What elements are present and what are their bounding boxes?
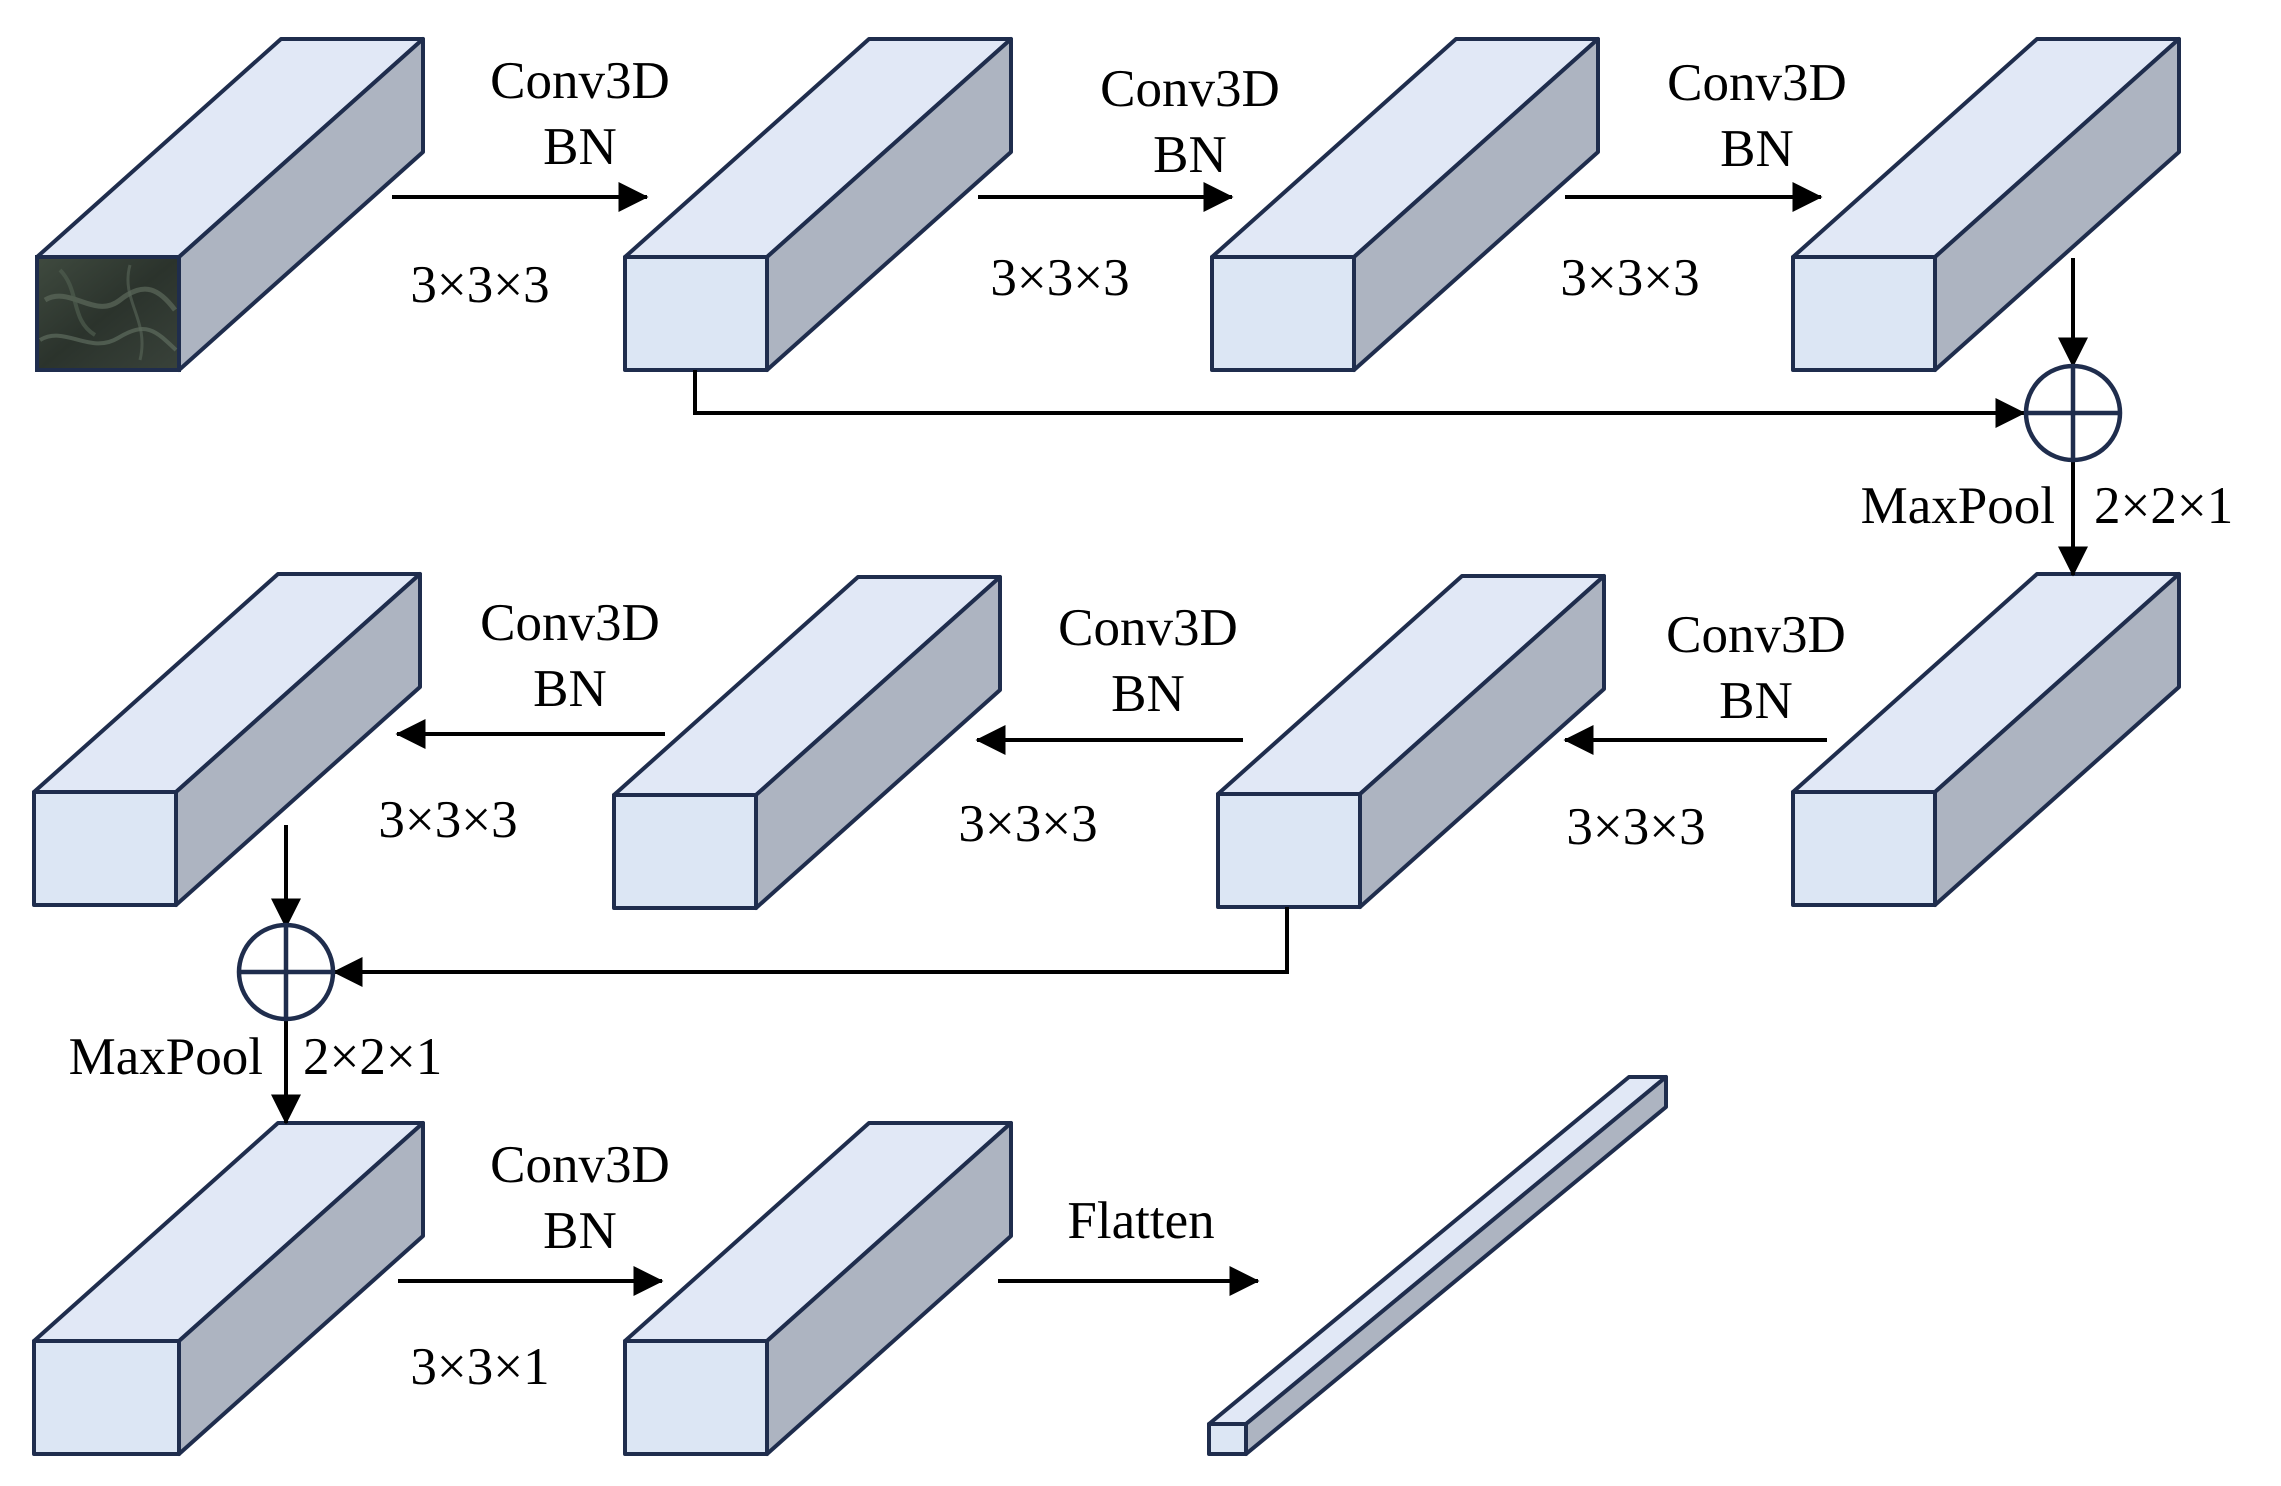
conv-e-line1: Conv3D bbox=[1058, 599, 1238, 657]
conv-b-line2: BN bbox=[1153, 126, 1227, 184]
conv-a-line2: BN bbox=[543, 118, 617, 176]
block-front-face bbox=[1210, 255, 1356, 372]
feature-block-r1b2 bbox=[623, 37, 1013, 372]
block-front-face bbox=[1791, 790, 1937, 907]
input-image-patch bbox=[35, 255, 181, 372]
feature-block-r2b2 bbox=[612, 575, 1002, 910]
feature-block-r2b3 bbox=[1216, 574, 1606, 909]
conv-f-line1: Conv3D bbox=[480, 594, 660, 652]
conv-e-line2: BN bbox=[1111, 665, 1185, 723]
feature-block-flatten-out bbox=[1207, 1075, 1668, 1456]
pool-1-name: MaxPool bbox=[1861, 477, 2055, 535]
conv-f-kernel: 3×3×3 bbox=[378, 791, 517, 849]
block-front-face bbox=[32, 1339, 181, 1456]
block-side-face bbox=[1244, 1075, 1668, 1456]
conv-b-line1: Conv3D bbox=[1100, 60, 1280, 118]
conv-c-kernel: 3×3×3 bbox=[1560, 249, 1699, 307]
feature-block-r3b1 bbox=[32, 1121, 425, 1456]
conv-c-line2: BN bbox=[1720, 120, 1794, 178]
feature-block-r2b4 bbox=[1791, 572, 2181, 907]
block-front-face bbox=[623, 1339, 769, 1456]
flatten-label: Flatten bbox=[1067, 1192, 1214, 1250]
pool-2-size: 2×2×1 bbox=[303, 1028, 442, 1086]
conv-c-line1: Conv3D bbox=[1667, 54, 1847, 112]
block-front-face bbox=[1207, 1422, 1248, 1456]
block-front-face bbox=[612, 793, 758, 910]
connectors bbox=[271, 182, 2088, 1296]
conv-e-kernel: 3×3×3 bbox=[958, 795, 1097, 853]
conv-g-line1: Conv3D bbox=[490, 1136, 670, 1194]
skip-connection-1 bbox=[693, 370, 2026, 428]
feature-block-r1b3 bbox=[1210, 37, 1600, 372]
conv-a-line1: Conv3D bbox=[490, 52, 670, 110]
feature-block-r2b1 bbox=[32, 572, 422, 907]
conv-b-kernel: 3×3×3 bbox=[990, 249, 1129, 307]
pool-1-size: 2×2×1 bbox=[2094, 477, 2233, 535]
skip-connection-2 bbox=[332, 907, 1289, 987]
block-top-face bbox=[1207, 1075, 1668, 1426]
block-front-face bbox=[623, 255, 769, 372]
conv-d-kernel: 3×3×3 bbox=[1566, 798, 1705, 856]
conv-g-kernel: 3×3×1 bbox=[410, 1338, 549, 1396]
feature-block-r1b4 bbox=[1791, 37, 2181, 372]
conv-a-kernel: 3×3×3 bbox=[410, 256, 549, 314]
conv-g-line2: BN bbox=[543, 1202, 617, 1260]
sum-2-circled-plus-icon bbox=[236, 922, 336, 1022]
conv-f-line2: BN bbox=[533, 660, 607, 718]
pool-2-name: MaxPool bbox=[69, 1028, 263, 1086]
conv-d-line2: BN bbox=[1719, 672, 1793, 730]
feature-block-r3b2 bbox=[623, 1121, 1013, 1456]
block-front-face bbox=[32, 790, 178, 907]
block-front-face bbox=[1216, 792, 1362, 909]
sum-1-circled-plus-icon bbox=[2023, 363, 2123, 463]
block-front-face bbox=[1791, 255, 1937, 372]
conv-d-line1: Conv3D bbox=[1666, 606, 1846, 664]
